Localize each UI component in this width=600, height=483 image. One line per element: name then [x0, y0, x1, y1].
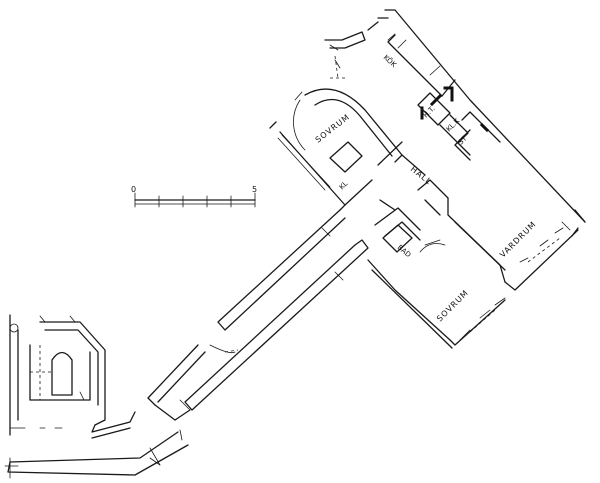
room-label-kok: KÖK — [382, 53, 399, 70]
hall-walls — [344, 154, 449, 216]
scale-bar: 0 5 — [131, 185, 257, 208]
room-label-kl: KL — [338, 180, 350, 192]
room-label-bad: BAD — [396, 243, 413, 259]
left-structure-walls — [9, 314, 136, 439]
room-label-hall: HALL — [409, 164, 434, 186]
corridor-walls — [147, 209, 369, 421]
room-label-st: ST — [457, 134, 469, 146]
room-label-sovrum-lower: SOVRUM — [435, 288, 470, 323]
room-label-klk: KL.K — [445, 117, 462, 134]
lower-bedroom-walls — [367, 259, 506, 349]
scale-label-start: 0 — [131, 185, 136, 194]
scale-label-end: 5 — [252, 185, 257, 194]
living-room-walls — [447, 197, 579, 291]
upper-bedroom-walls — [269, 88, 403, 211]
bathroom-walls — [374, 207, 446, 253]
kitchen-wing-walls — [367, 9, 586, 237]
room-label-ht: H.T. — [422, 105, 437, 120]
bottom-wall — [4, 429, 189, 479]
top-stub-walls — [324, 31, 366, 79]
fixture-marks — [417, 86, 490, 156]
room-label-vardrum: VARDRUM — [498, 219, 538, 259]
room-label-sovrum-upper: SOVRUM — [314, 112, 352, 144]
